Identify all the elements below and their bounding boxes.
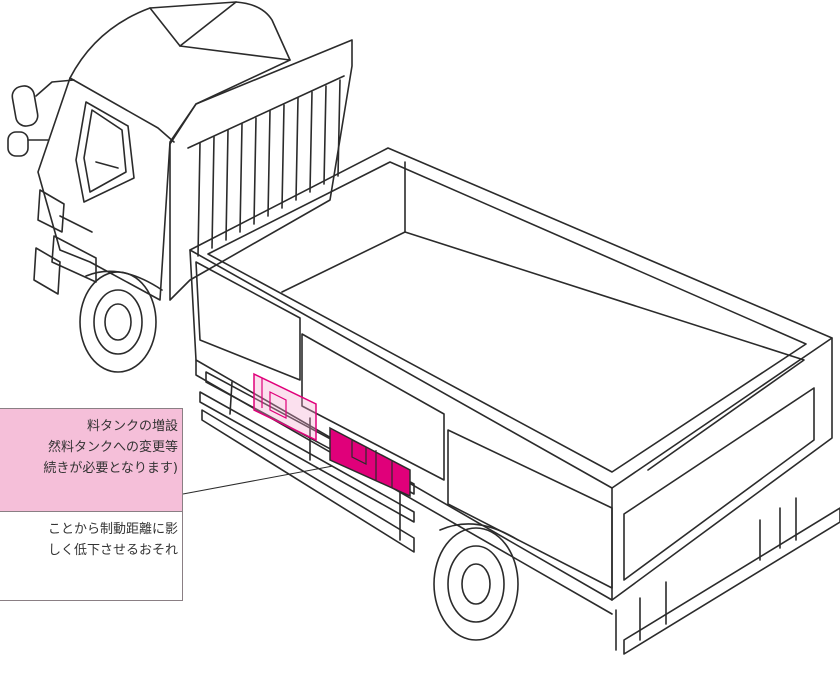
callout-body-box: ことから制動距離に影 しく低下させるおそれ <box>0 511 183 601</box>
callout-heading-box: 料タンクの増設 然料タンクへの変更等 続きが必要となります) <box>0 408 183 512</box>
callout-heading-line: 続きが必要となります) <box>43 461 178 476</box>
headboard-guard <box>169 39 353 301</box>
truck-cab <box>33 1 291 301</box>
cargo-bed <box>189 147 833 615</box>
callout-leader-line <box>182 465 334 495</box>
callout-heading-line: 料タンクの増設 <box>86 419 178 434</box>
callout-body-line: ことから制動距離に影 <box>47 522 178 537</box>
side-mirrors <box>7 79 75 157</box>
rear-wheel <box>433 523 519 641</box>
front-wheel <box>79 270 163 373</box>
fuel-tank <box>329 426 411 498</box>
additional-fuel-tank <box>253 372 317 442</box>
callout-heading-line: 然料タンクへの変更等 <box>47 440 178 455</box>
callout-body-line: しく低下させるおそれ <box>47 543 178 558</box>
rear-bumper <box>615 497 840 655</box>
